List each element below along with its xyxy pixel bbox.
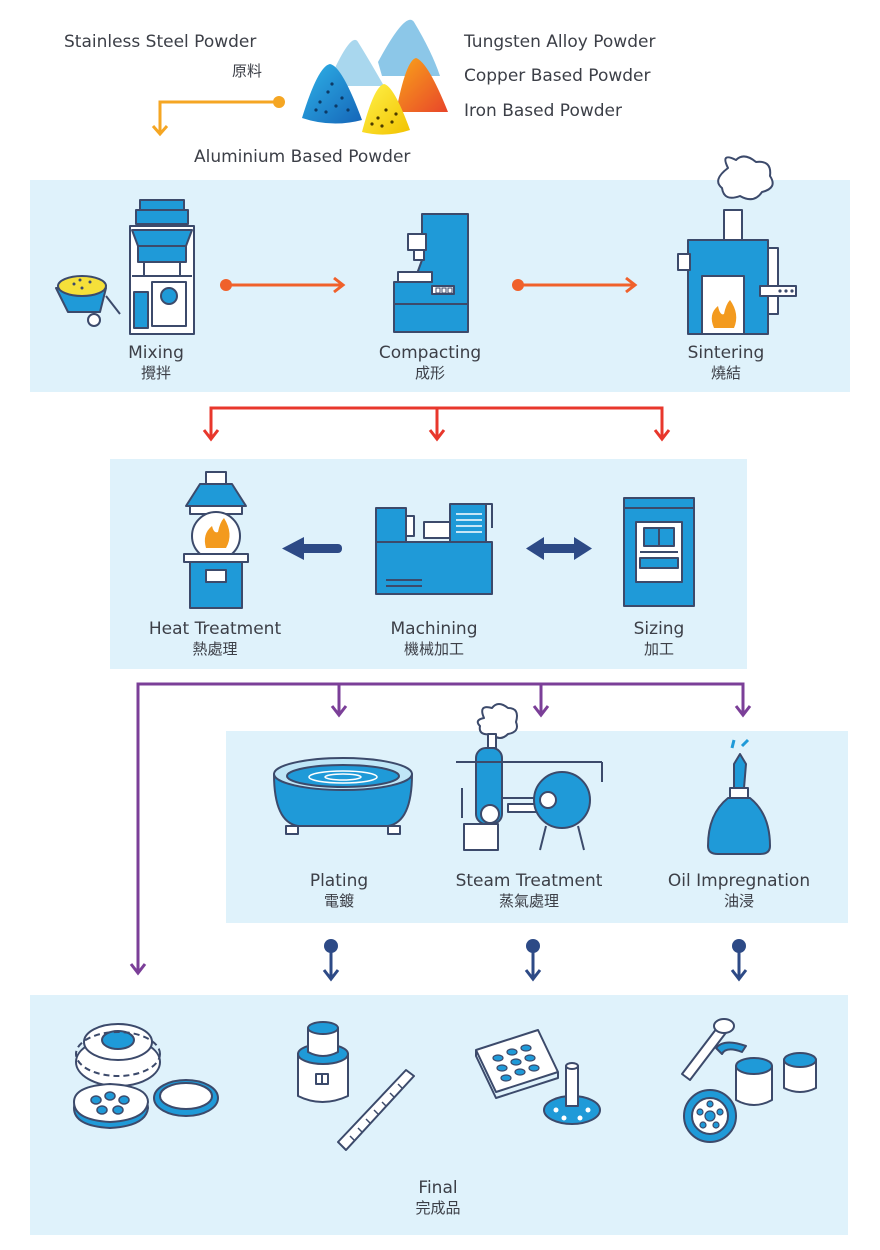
raw-material-label-zh: 原料 [232, 62, 263, 80]
sizing-label-zh: 加工 [643, 640, 674, 659]
compacting-label-en: Compacting [378, 343, 482, 363]
raw-material-iron: Iron Based Powder [464, 101, 622, 121]
plating-label: Plating 電鍍 [284, 870, 394, 912]
steam-treatment-label-zh: 蒸氣處理 [498, 892, 559, 911]
oil-impregnation-vessel-icon [707, 738, 771, 855]
compacting-label-zh: 成形 [414, 364, 445, 383]
compacting-to-sintering-arrow [512, 276, 638, 294]
sizing-label-en: Sizing [633, 619, 685, 639]
compacting-label: Compacting 成形 [360, 342, 500, 384]
stage2-distribution-arrows [129, 682, 752, 976]
raw-material-stainless: Stainless Steel Powder [64, 32, 257, 52]
sintering-furnace-icon [677, 155, 797, 335]
plating-label-zh: 電鍍 [323, 892, 354, 911]
sizing-label: Sizing 加工 [604, 618, 714, 660]
raw-material-aluminium: Aluminium Based Powder [194, 147, 411, 167]
heat-treatment-label: Heat Treatment 熱處理 [130, 618, 300, 660]
plating-label-en: Plating [309, 871, 369, 891]
sintering-distribution-arrows [202, 406, 671, 442]
compacting-press-icon [393, 213, 469, 333]
mixing-label-zh: 攪拌 [140, 364, 171, 383]
heat-treatment-label-zh: 熱處理 [192, 640, 238, 659]
mixing-label-en: Mixing [128, 343, 184, 363]
machining-label-zh: 機械加工 [403, 640, 464, 659]
final-plate-flange-icon [475, 1029, 601, 1125]
final-bushing-rack-icon [297, 1021, 415, 1151]
raw-material-tungsten: Tungsten Alloy Powder [464, 32, 656, 52]
final-label-en: Final [418, 1178, 458, 1198]
raw-material-copper: Copper Based Powder [464, 66, 651, 86]
mixing-machine-icon [55, 199, 195, 335]
steam-treatment-label: Steam Treatment 蒸氣處理 [444, 870, 614, 912]
oil-impregnation-label-zh: 油浸 [723, 892, 754, 911]
sintering-label: Sintering 燒結 [666, 342, 786, 384]
machining-to-heat-arrow [282, 537, 342, 560]
final-label: Final 完成品 [380, 1177, 496, 1219]
final-gears-plate-ring-icon [73, 1023, 219, 1129]
final-label-zh: 完成品 [415, 1199, 461, 1218]
heat-treatment-label-en: Heat Treatment [148, 619, 282, 639]
powder-piles-icon [302, 19, 448, 135]
sintering-label-zh: 燒結 [710, 364, 741, 383]
machining-lathe-icon [375, 503, 493, 595]
machining-label-en: Machining [390, 619, 478, 639]
oil-impregnation-label-en: Oil Impregnation [667, 871, 811, 891]
machining-sizing-double-arrow [526, 537, 592, 560]
raw-material-connector [151, 96, 285, 137]
steam-treatment-boiler-icon [456, 703, 603, 851]
oil-impregnation-label: Oil Impregnation 油浸 [654, 870, 824, 912]
machining-label: Machining 機械加工 [364, 618, 504, 660]
stage3-to-final-arrows [322, 939, 748, 982]
plating-tank-icon [273, 757, 413, 835]
sintering-label-en: Sintering [687, 343, 765, 363]
heat-treatment-furnace-icon [183, 471, 249, 609]
steam-treatment-label-en: Steam Treatment [455, 871, 603, 891]
mixing-label: Mixing 攪拌 [100, 342, 212, 384]
mixing-to-compacting-arrow [220, 276, 346, 294]
sizing-press-icon [623, 497, 695, 607]
final-lever-wheel-cups-icon [681, 1018, 817, 1143]
